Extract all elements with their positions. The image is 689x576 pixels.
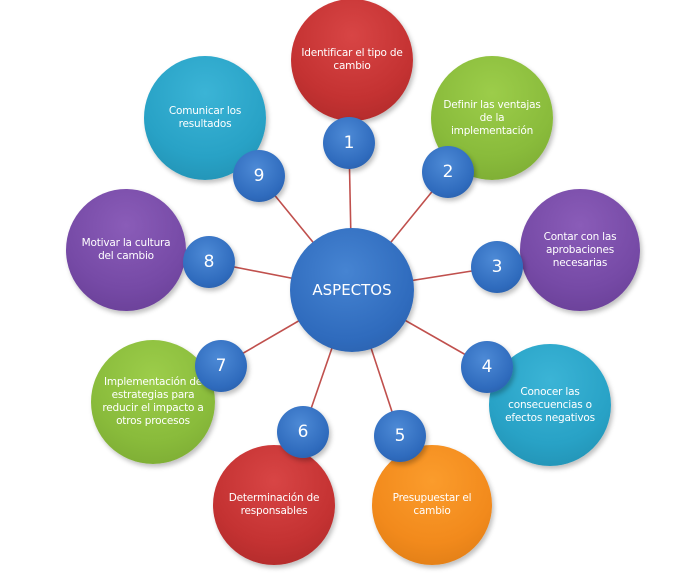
aspect-label: Motivar la cultura del cambio [81, 237, 171, 262]
aspect-number: 8 [203, 252, 215, 272]
aspect-label: Identificar el tipo de cambio [301, 47, 403, 72]
aspect-node-3: Contar con las aprobaciones necesarias [520, 189, 640, 311]
aspect-number: 5 [394, 426, 406, 446]
aspect-label: Definir las ventajas de la implementació… [443, 98, 541, 137]
aspect-number: 4 [481, 357, 493, 377]
aspect-node-4: Conocer las consecuencias o efectos nega… [489, 344, 611, 466]
center-label: ASPECTOS [312, 281, 392, 299]
aspect-label: Implementación de estrategias para reduc… [102, 376, 204, 427]
aspect-node-7: Implementación de estrategias para reduc… [91, 340, 215, 464]
aspect-number-badge-5: 5 [374, 410, 426, 462]
aspect-number-badge-9: 9 [233, 150, 285, 202]
aspect-number: 7 [215, 356, 227, 376]
aspect-node-6: Determinación de responsables [213, 445, 335, 565]
aspect-label: Comunicar los resultados [168, 105, 242, 130]
aspect-number: 9 [253, 166, 265, 186]
aspect-number: 6 [297, 422, 309, 442]
center-node-aspectos: ASPECTOS [290, 228, 414, 352]
aspect-label: Presupuestar el cambio [392, 492, 472, 517]
aspect-label: Conocer las consecuencias o efectos nega… [505, 385, 595, 424]
aspect-node-5: Presupuestar el cambio [372, 445, 492, 565]
aspect-number-badge-6: 6 [277, 406, 329, 458]
aspect-number-badge-2: 2 [422, 146, 474, 198]
aspect-label: Contar con las aprobaciones necesarias [543, 230, 617, 269]
aspect-number-badge-3: 3 [471, 241, 523, 293]
aspect-number: 3 [491, 257, 503, 277]
aspect-number-badge-4: 4 [461, 341, 513, 393]
aspect-number: 1 [343, 133, 355, 153]
aspect-number-badge-7: 7 [195, 340, 247, 392]
aspect-number-badge-8: 8 [183, 236, 235, 288]
aspect-number-badge-1: 1 [323, 117, 375, 169]
aspect-number: 2 [442, 162, 454, 182]
aspect-node-8: Motivar la cultura del cambio [66, 189, 186, 311]
aspect-node-1: Identificar el tipo de cambio [291, 0, 413, 121]
aspect-label: Determinación de responsables [228, 492, 320, 517]
